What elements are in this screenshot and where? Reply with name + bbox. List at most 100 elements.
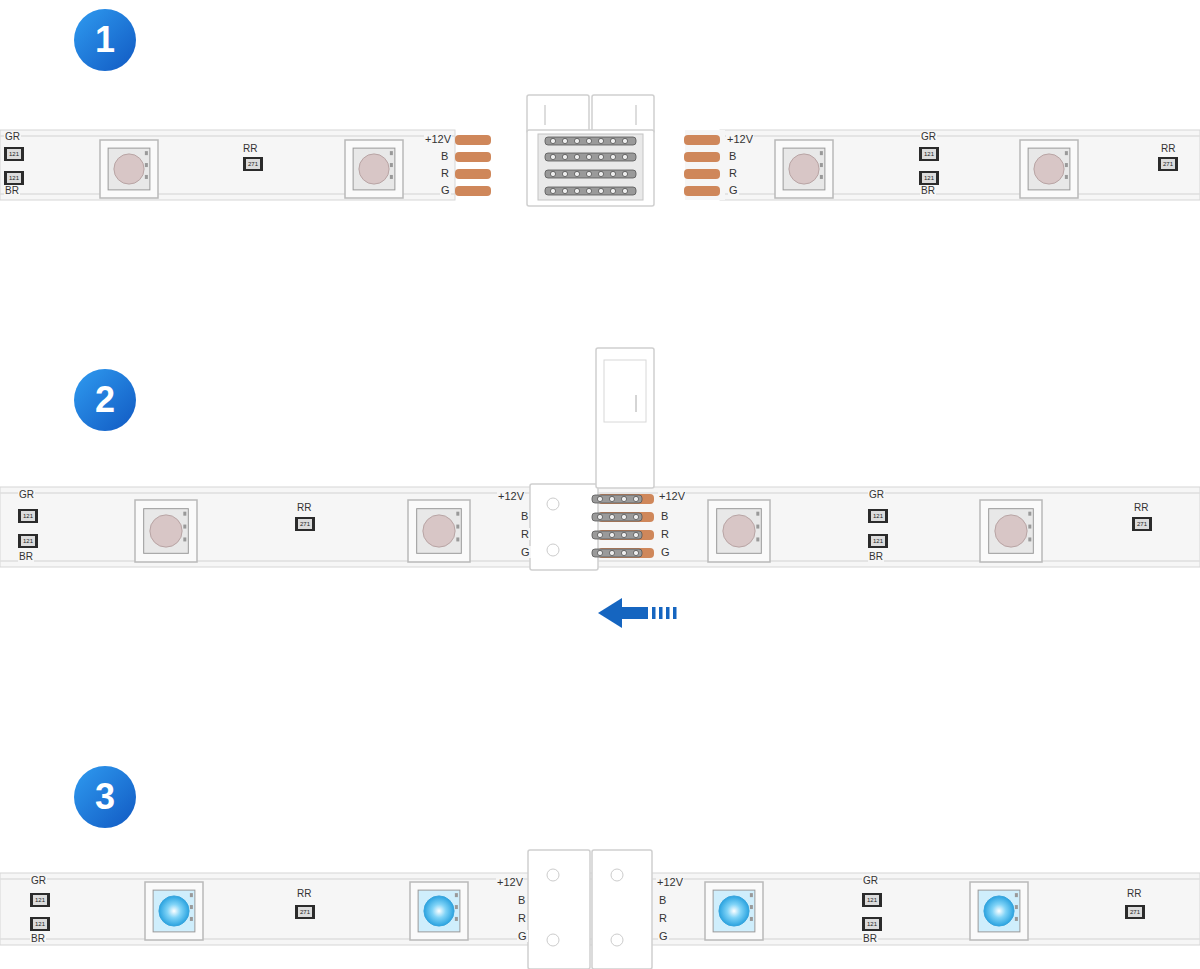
pad-label: B xyxy=(728,150,737,162)
led-chip xyxy=(410,882,468,940)
connector-housing xyxy=(530,484,598,570)
contact-tooth xyxy=(622,154,627,159)
resistor xyxy=(295,905,315,919)
pad-label: +12V xyxy=(424,133,452,145)
component-label: BR xyxy=(18,551,34,562)
pad-label: +12V xyxy=(658,490,686,502)
resistor-body xyxy=(871,536,885,546)
contact-tooth xyxy=(633,496,638,501)
led-pin xyxy=(1028,525,1031,529)
led-body xyxy=(783,148,825,190)
metal-contact xyxy=(592,531,642,539)
led-pin xyxy=(750,905,753,909)
resistor-code: 271 xyxy=(300,909,310,916)
metal-contact xyxy=(545,137,636,145)
resistor-code: 121 xyxy=(924,175,934,182)
led-pin xyxy=(145,163,148,167)
led-chip xyxy=(100,140,158,198)
connector-housing xyxy=(527,95,589,133)
led-pin xyxy=(1065,163,1068,167)
pad-label: B xyxy=(440,150,449,162)
pad-label: R xyxy=(660,528,670,540)
led-lens xyxy=(984,896,1014,926)
led-pin xyxy=(190,905,193,909)
resistor-code: 121 xyxy=(35,897,45,904)
contact-tooth xyxy=(550,188,555,193)
resistor-code: 271 xyxy=(1163,161,1173,168)
led-pin xyxy=(455,893,458,897)
component-label: GR xyxy=(868,489,885,500)
resistor-body xyxy=(298,519,312,529)
resistor-code: 271 xyxy=(248,161,258,168)
component-label: GR xyxy=(30,875,47,886)
component-label: RR xyxy=(1133,502,1149,513)
led-body xyxy=(978,890,1020,932)
copper-pad xyxy=(455,135,491,145)
resistor-code: 121 xyxy=(873,538,883,545)
led-chip xyxy=(970,882,1028,940)
led-body xyxy=(1028,148,1070,190)
clip-mark xyxy=(547,934,559,946)
led-lens xyxy=(719,896,749,926)
pad-label: B xyxy=(658,894,667,906)
led-pin xyxy=(145,151,148,155)
component-label: BR xyxy=(862,933,878,944)
contact-tooth xyxy=(598,171,603,176)
led-pin xyxy=(1065,175,1068,179)
led-chip xyxy=(775,140,833,198)
clip-slot xyxy=(636,395,637,412)
contact-tooth xyxy=(610,188,615,193)
led-pin xyxy=(190,917,193,921)
clip-window xyxy=(604,360,646,422)
component-label: RR xyxy=(1126,888,1142,899)
contact-tooth xyxy=(574,138,579,143)
component-label: BR xyxy=(868,551,884,562)
contact-tooth xyxy=(597,532,602,537)
component-label: GR xyxy=(18,489,35,500)
resistor-body xyxy=(865,895,879,905)
contact-tooth xyxy=(562,154,567,159)
push-arrow xyxy=(620,607,648,619)
led-body xyxy=(144,509,189,554)
resistor-body xyxy=(21,536,35,546)
clip-mark xyxy=(547,498,559,510)
metal-contact xyxy=(545,153,636,161)
resistor-body xyxy=(246,159,260,169)
resistor xyxy=(868,534,888,548)
contact-tooth xyxy=(622,171,627,176)
clip-mark xyxy=(547,869,559,881)
contact-tooth xyxy=(621,514,626,519)
resistor-code: 121 xyxy=(867,921,877,928)
resistor-code: 271 xyxy=(1137,521,1147,528)
contact-tooth xyxy=(633,532,638,537)
led-lens xyxy=(723,515,755,547)
led-lens xyxy=(995,515,1027,547)
led-pin xyxy=(456,525,459,529)
led-pin xyxy=(820,175,823,179)
resistor-body xyxy=(33,895,47,905)
component-label: GR xyxy=(862,875,879,886)
led-pin xyxy=(183,537,186,541)
led-pin xyxy=(183,525,186,529)
copper-pad xyxy=(684,186,720,196)
contact-tooth xyxy=(562,188,567,193)
contact-tooth xyxy=(609,496,614,501)
led-pin xyxy=(190,893,193,897)
led-body xyxy=(417,509,462,554)
component-label: BR xyxy=(4,185,20,196)
step-number: 1 xyxy=(95,22,115,58)
resistor-code: 121 xyxy=(35,921,45,928)
pad-label: B xyxy=(517,894,526,906)
pad-label: R xyxy=(728,167,738,179)
resistor-code: 121 xyxy=(9,151,19,158)
metal-contact xyxy=(592,549,642,557)
pad-label: R xyxy=(658,912,668,924)
led-pin xyxy=(756,537,759,541)
led-body xyxy=(353,148,395,190)
resistor xyxy=(243,157,263,171)
led-chip xyxy=(135,500,197,562)
pad-label: R xyxy=(517,912,527,924)
pad-label: G xyxy=(660,546,671,558)
strip-trace xyxy=(0,135,455,137)
led-body xyxy=(153,890,195,932)
